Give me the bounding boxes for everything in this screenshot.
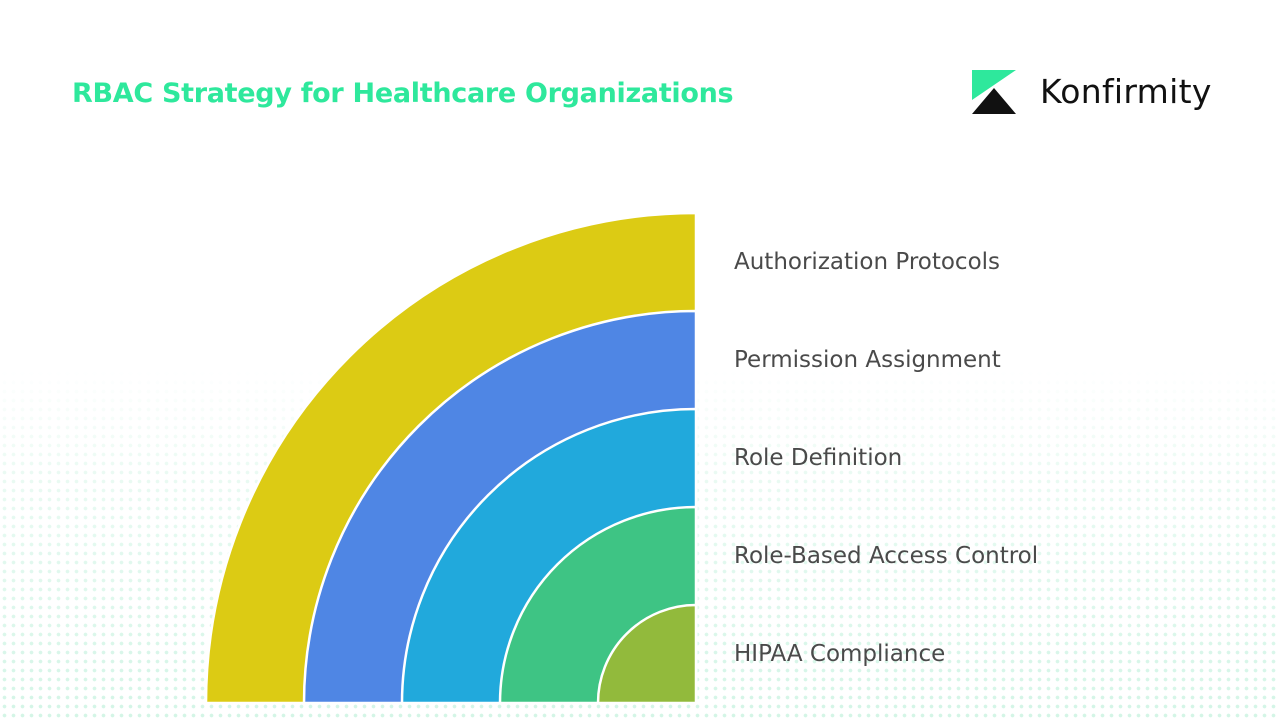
brand-name: Konfirmity (1040, 71, 1212, 111)
konfirmity-logo-icon (972, 70, 1016, 114)
page-title: RBAC Strategy for Healthcare Organizatio… (72, 78, 734, 109)
arc-layer-5 (596, 603, 698, 705)
brand: Konfirmity (970, 68, 1212, 114)
arc-label-3: Role Definition (734, 445, 903, 471)
arc-label-2: Permission Assignment (734, 347, 1001, 373)
arc-label-5: HIPAA Compliance (734, 641, 946, 667)
arc-label-1: Authorization Protocols (734, 249, 1001, 275)
arc-label-4: Role-Based Access Control (734, 543, 1039, 569)
